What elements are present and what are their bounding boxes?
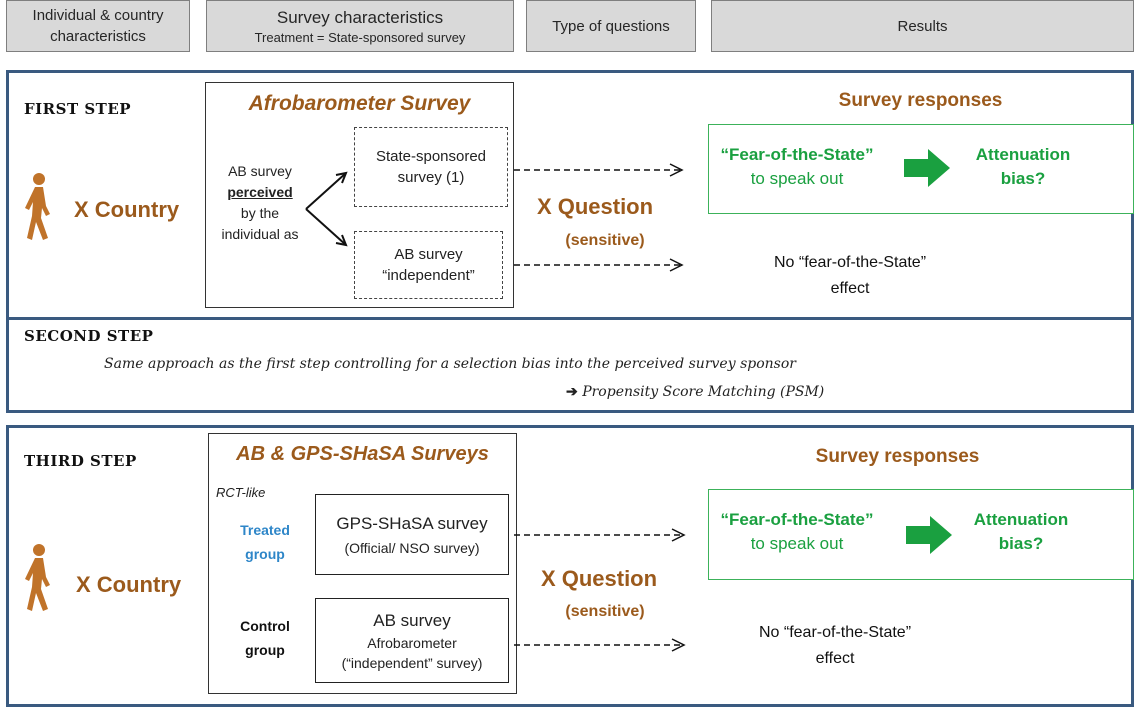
- header-survey-title: Survey characteristics: [276, 7, 444, 27]
- step3-ab-line3: (“independent” survey): [341, 654, 483, 671]
- step3-control-line1: Control: [240, 618, 290, 634]
- step1-sensitive: (sensitive): [565, 232, 645, 249]
- step3-nofear-line1: No “fear-of-the-State”: [758, 624, 912, 641]
- header-results: Results: [711, 0, 1134, 52]
- step3-nofear-line2: effect: [815, 650, 855, 667]
- step1-right-arrow-icon: [904, 149, 950, 187]
- step3-dashed-arrows: [514, 528, 686, 652]
- step3-treated-line1: Treated: [240, 522, 290, 538]
- header-questions: Type of questions: [526, 0, 696, 52]
- step1-dashed-arrows: [514, 163, 684, 272]
- panel-steps-1-2: [6, 70, 1134, 413]
- step3-treated-label: Treated group: [222, 518, 308, 566]
- step2-text2: Propensity Score Matching (PSM): [582, 384, 825, 400]
- step3-ab-box: AB survey Afrobarometer (“independent” s…: [315, 598, 509, 683]
- step3-gps-box: GPS-SHaSA survey (Official/ NSO survey): [315, 494, 509, 575]
- step3-rct: RCT-like: [216, 485, 266, 500]
- header-individual-line2: characteristics: [50, 28, 146, 45]
- person-icon: [25, 173, 50, 240]
- step3-ab-line1: AB survey: [373, 610, 451, 630]
- header-survey: Survey characteristics Treatment = State…: [206, 0, 514, 52]
- step1-state-line2: survey (1): [397, 169, 465, 186]
- step1-ab-line1: AB survey: [394, 246, 463, 263]
- step3-fear-line2: to speak out: [750, 534, 844, 553]
- step1-attenuation-text: Attenuation bias?: [948, 143, 1098, 191]
- step3-control-line2: group: [245, 642, 285, 658]
- step3-survey-title: AB & GPS-SHaSA Surveys: [236, 443, 489, 465]
- step1-nofear-text: No “fear-of-the-State” effect: [730, 250, 970, 302]
- person-icon: [25, 544, 50, 611]
- step1-fear-line2: to speak out: [750, 169, 844, 188]
- step1-ab-independent-box: AB survey “independent”: [354, 231, 503, 299]
- header-survey-sub: Treatment = State-sponsored survey: [254, 29, 466, 45]
- step3-control-label: Control group: [222, 614, 308, 662]
- step1-question: X Question: [536, 194, 654, 219]
- step3-question: X Question: [540, 566, 658, 591]
- step1-label: FIRST STEP: [24, 100, 132, 118]
- step-divider: [9, 317, 1131, 320]
- header-results-label: Results: [897, 17, 948, 35]
- step1-ab-line2: “independent”: [382, 267, 475, 284]
- step3-treated-line2: group: [245, 546, 285, 562]
- step1-perceived-text: AB survey perceived by the individual as: [210, 161, 310, 245]
- step1-country: X Country: [74, 197, 180, 222]
- step1-perceived-line1: AB survey: [228, 163, 292, 179]
- step1-nofear-line2: effect: [830, 280, 870, 297]
- step2-text2-row: ➔ Propensity Score Matching (PSM): [566, 384, 824, 400]
- header-individual: Individual & country characteristics: [6, 0, 190, 52]
- step1-atten-line1: Attenuation: [975, 145, 1071, 164]
- step1-state-line1: State-sponsored: [375, 148, 487, 165]
- step3-country: X Country: [76, 572, 182, 597]
- step1-branch-arrows: [305, 171, 348, 247]
- header-individual-line1: Individual & country: [32, 7, 164, 24]
- step3-right-arrow-icon: [906, 516, 952, 554]
- step3-nofear-text: No “fear-of-the-State” effect: [702, 620, 968, 672]
- step1-fear-text: “Fear-of-the-State” to speak out: [712, 143, 882, 191]
- step3-ab-line2: Afrobarometer: [367, 634, 457, 651]
- step3-atten-line2: bias?: [998, 534, 1044, 553]
- step3-fear-line1: “Fear-of-the-State”: [720, 510, 874, 529]
- step1-perceived-line4: individual as: [221, 226, 299, 242]
- step1-fear-line1: “Fear-of-the-State”: [720, 145, 874, 164]
- step1-atten-line2: bias?: [1000, 169, 1046, 188]
- step3-sensitive: (sensitive): [565, 603, 645, 620]
- step1-perceived-line3: by the: [240, 205, 280, 221]
- step1-responses-title: Survey responses: [838, 90, 1003, 111]
- step2-label: SECOND STEP: [24, 327, 154, 345]
- header-questions-label: Type of questions: [552, 17, 670, 35]
- arrow-right-icon: ➔: [566, 384, 578, 400]
- step3-gps-line1: GPS-SHaSA survey: [336, 513, 488, 533]
- step3-label: THIRD STEP: [24, 452, 137, 470]
- step1-perceived-line2: perceived: [227, 184, 293, 200]
- step3-responses-title: Survey responses: [815, 446, 980, 467]
- step1-state-sponsored-box: State-sponsored survey (1): [354, 127, 508, 207]
- step2-text1: Same approach as the first step controll…: [104, 356, 796, 372]
- step3-atten-line1: Attenuation: [973, 510, 1069, 529]
- step3-attenuation-text: Attenuation bias?: [946, 508, 1096, 556]
- step3-gps-line2: (Official/ NSO survey): [344, 539, 480, 556]
- step3-fear-text: “Fear-of-the-State” to speak out: [712, 508, 882, 556]
- step1-survey-title: Afrobarometer Survey: [248, 92, 471, 115]
- step1-nofear-line1: No “fear-of-the-State”: [773, 254, 927, 271]
